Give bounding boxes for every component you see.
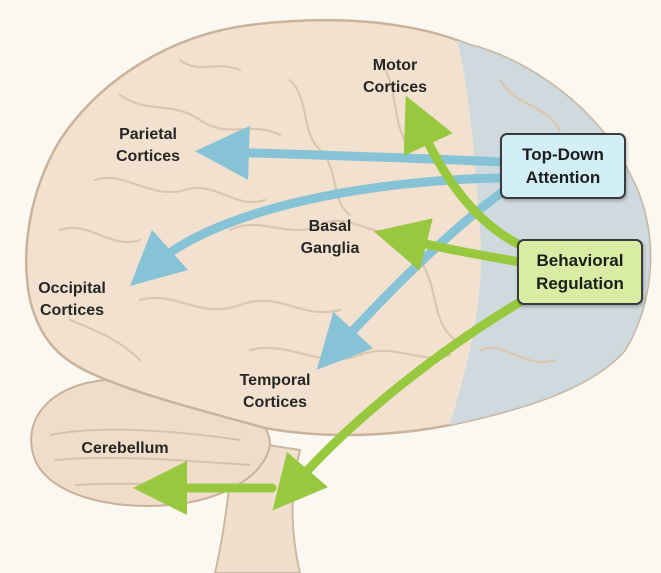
top-down-attention-box: Top-Down Attention [500,133,626,199]
behavioral-regulation-box: Behavioral Regulation [517,239,643,305]
basal-ganglia-label: Basal Ganglia [290,216,370,260]
temporal-cortices-label: Temporal Cortices [225,370,325,414]
parietal-cortices-label: Parietal Cortices [98,124,198,168]
occipital-cortices-label: Occipital Cortices [22,278,122,322]
cerebellum-label: Cerebellum [60,438,190,460]
motor-cortices-label: Motor Cortices [350,55,440,99]
